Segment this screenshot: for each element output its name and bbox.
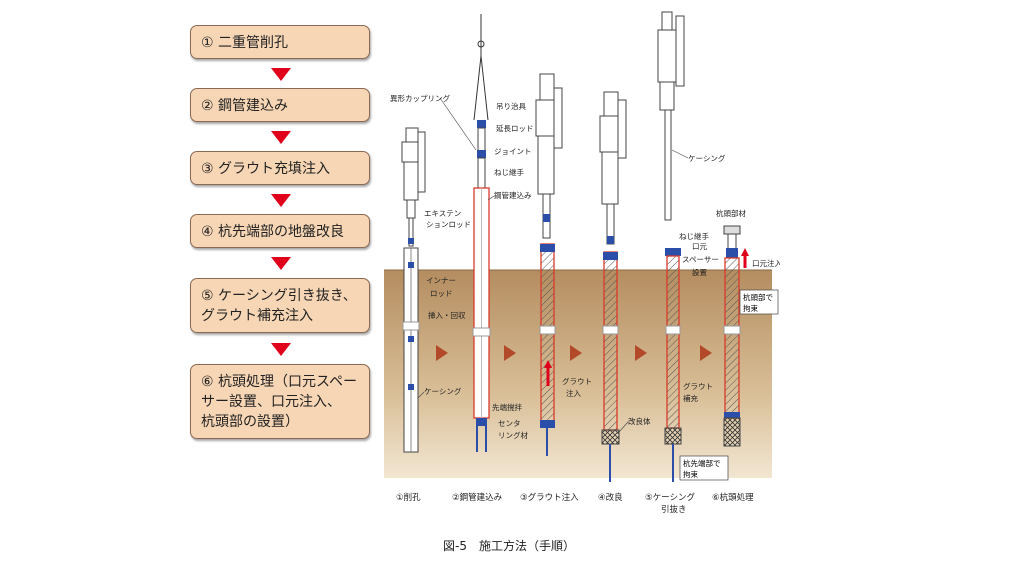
stage-arrow-4: [635, 345, 647, 361]
label-casing-1: ケーシング: [424, 386, 462, 396]
stage-3-rig: [535, 73, 563, 239]
step-5-label: ⑤ ケーシング引き抜き、 グラウト補充注入: [201, 288, 357, 324]
flow-arrow-3: [271, 194, 291, 207]
label-pipe-install: 鋼管建込み: [494, 190, 532, 200]
stage-5-rig: [657, 11, 685, 221]
label-spacer-a: スペーサー: [682, 255, 719, 264]
stage-6-pipe: [723, 257, 741, 447]
label-mouth-inject: 口元注入: [752, 258, 780, 268]
label-inner-rod-c: 挿入・回収: [428, 310, 466, 320]
stage-label-5b: 引抜き: [661, 504, 687, 515]
label-grout-refill-a: グラウト: [683, 381, 713, 391]
label-screw-joint-2: ねじ継手: [679, 231, 709, 241]
step-4: ④ 杭先端部の地盤改良: [190, 214, 370, 248]
stage-2-rig: [473, 14, 489, 189]
flow-arrow-5: [271, 343, 291, 356]
flow-arrow-2: [271, 131, 291, 144]
label-tip-stirring: 先端撹拌: [492, 402, 522, 412]
step-1-label: ① 二重管削孔: [201, 35, 289, 51]
label-lifting-jig: 吊り治具: [496, 101, 526, 111]
callout-pile-head-b: 拘束: [743, 303, 758, 313]
stage-6-head: [723, 225, 749, 268]
step-2-label: ② 鋼管建込み: [201, 98, 289, 114]
label-screw-joint: ねじ継手: [494, 167, 524, 177]
label-grout-inject-b: 注入: [566, 388, 581, 398]
label-grout-refill-b: 補充: [683, 393, 698, 403]
flow-arrow-4: [271, 257, 291, 270]
label-inner-rod-b: ロッド: [430, 289, 453, 298]
stage-3-pipe: [539, 243, 556, 456]
step-5: ⑤ ケーシング引き抜き、 グラウト補充注入: [190, 278, 370, 333]
figure-caption: 図-5 施工方法（手順）: [443, 539, 575, 553]
label-extension-rod-2b: ションロッド: [426, 220, 471, 229]
stage-label-2: ②鋼管建込み: [452, 492, 503, 503]
label-irregular-coupling: 異形カップリング: [390, 93, 450, 103]
stage-label-4: ④改良: [598, 492, 623, 503]
label-extension-rod-2a: エキステン: [424, 209, 461, 218]
step-6: ⑥ 杭頭処理（口元スペー サー設置、口元注入、 杭頭部の設置）: [190, 364, 370, 439]
callout-pile-tip-b: 拘束: [683, 469, 698, 479]
stage-label-3: ③グラウト注入: [520, 492, 579, 503]
step-4-label: ④ 杭先端部の地盤改良: [201, 224, 345, 240]
callout-pile-head: 杭頭部で 拘束: [739, 289, 779, 315]
stage-1-rig: [401, 127, 426, 247]
label-extension-rod: 延長ロッド: [496, 123, 534, 133]
label-inner-rod-a: インナー: [426, 276, 456, 285]
step-2: ② 鋼管建込み: [190, 88, 370, 122]
stage-arrow-5: [700, 345, 712, 361]
step-1: ① 二重管削孔: [190, 25, 370, 59]
callout-pile-tip-a: 杭先端部で: [683, 458, 721, 468]
stage-5-pipe: [664, 248, 682, 482]
label-joint: ジョイント: [494, 147, 532, 156]
stage-4-rig: [599, 91, 627, 245]
label-spacer-b: 設置: [692, 267, 707, 277]
stage-4-pipe: [601, 251, 620, 482]
stage-arrow-1: [436, 345, 448, 361]
flow-arrow-1: [271, 68, 291, 81]
stage-label-5a: ⑤ケーシング: [645, 492, 695, 503]
label-centering-a: センタ: [498, 419, 521, 428]
label-grout-inject-a: グラウト: [562, 376, 592, 386]
step-3-label: ③ グラウト充填注入: [201, 161, 331, 177]
label-pile-head-member: 杭頭部材: [716, 208, 746, 218]
stage-label-1: ①削孔: [396, 492, 421, 503]
label-mouth: 口元: [692, 242, 707, 251]
stage-label-6: ⑥杭頭処理: [712, 492, 754, 503]
label-improved-body: 改良体: [628, 416, 651, 426]
stage-arrow-3: [570, 345, 582, 361]
callout-pile-tip: 杭先端部で 拘束: [679, 455, 729, 481]
stage-arrow-2: [504, 345, 516, 361]
label-casing-2: ケーシング: [688, 153, 726, 163]
step-3: ③ グラウト充填注入: [190, 151, 370, 185]
label-centering-b: リング材: [498, 430, 528, 440]
step-6-label: ⑥ 杭頭処理（口元スペー サー設置、口元注入、 杭頭部の設置）: [201, 374, 358, 430]
ground-layer: [384, 270, 772, 478]
callout-pile-head-a: 杭頭部で: [743, 292, 773, 302]
construction-diagram: 異形カップリング 吊り治具 延長ロッド ジョイント ねじ継手 鋼管建込み エキス…: [384, 11, 780, 515]
stage-1-casing: [402, 247, 420, 453]
stage-2-pipe: [472, 187, 491, 452]
